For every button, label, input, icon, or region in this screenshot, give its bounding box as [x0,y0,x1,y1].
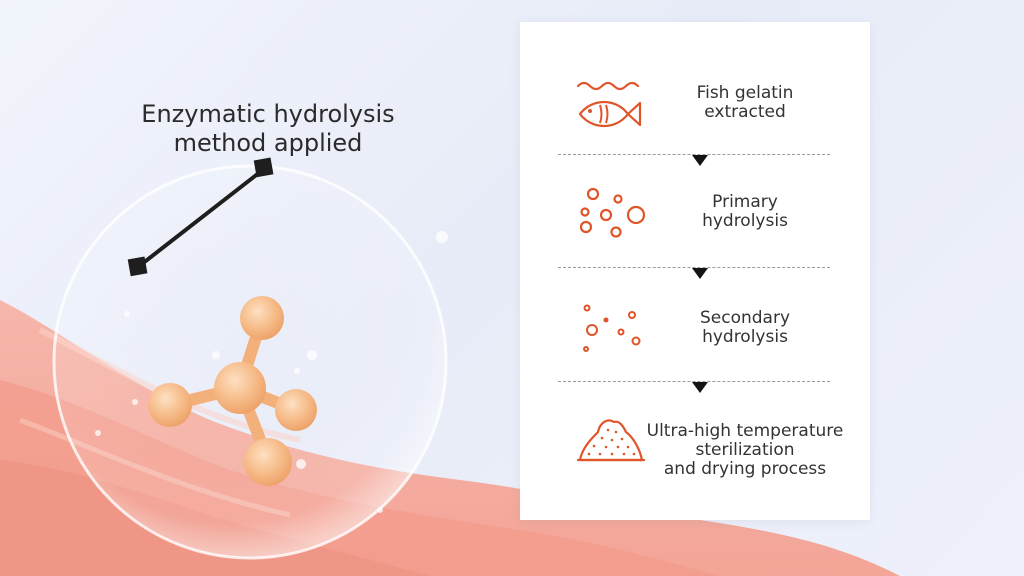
small-bubbles-icon [583,304,641,352]
step-secondary-hydrolysis: Secondary hydrolysis [520,302,870,392]
step-label-line-1: Ultra-high temperature [646,421,844,441]
step-fish-gelatin: Fish gelatin extracted [520,78,870,168]
droplets [95,231,448,513]
large-bubbles-icon [579,187,646,238]
step-divider [558,267,830,268]
callout-line-2: method applied [173,129,363,157]
step-label-line-1: Fish gelatin [696,83,794,103]
powder-pile-icon [576,419,646,462]
step-divider [558,381,830,382]
down-arrow-icon [692,382,708,393]
step-label-line-2: hydrolysis [702,211,788,231]
molecule-illustration [148,296,317,486]
down-arrow-icon [692,155,708,166]
step-label-line-2: sterilization [695,440,795,460]
step-label-line-1: Secondary [699,308,791,328]
callout-line-1: Enzymatic hydrolysis [141,100,395,128]
step-label-line-2: extracted [704,102,786,122]
step-sterilization-drying: Ultra-high temperature sterilization and… [520,414,870,504]
step-label-line-3: and drying process [663,459,827,479]
step-primary-hydrolysis: Primary hydrolysis [520,186,870,276]
step-divider [558,154,830,155]
step-label-line-1: Primary [712,192,778,212]
callout-label: Enzymatic hydrolysis method applied [118,100,418,158]
down-arrow-icon [692,268,708,279]
callout-leader-line [127,157,274,277]
step-label-line-2: hydrolysis [702,327,788,347]
process-card: Fish gelatin extracted Primary hydrolysi… [520,22,870,520]
fish-waves-icon [576,81,642,128]
